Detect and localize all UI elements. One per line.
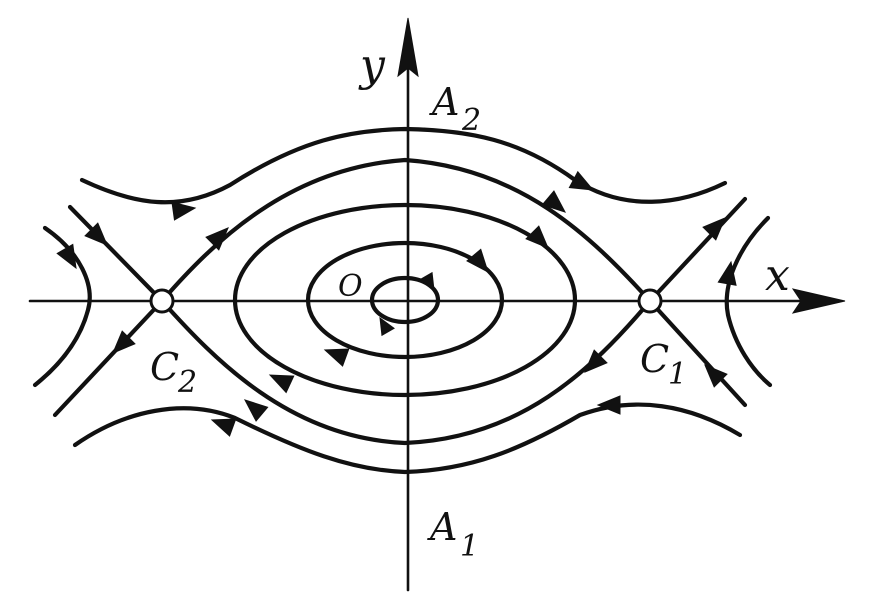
arrow-orbit1-top-icon (419, 271, 435, 292)
outer-top (79, 126, 728, 205)
arrow-outer-top-left-icon (171, 201, 197, 221)
arrow-outer-bottom-left-icon (210, 418, 237, 437)
a1-label: A (427, 505, 457, 549)
saddle-point-c2-icon (149, 288, 175, 314)
c2-subscript: 2 (177, 365, 197, 400)
orbit-3 (232, 202, 578, 398)
closed-orbits (232, 202, 578, 398)
arrow-sep-upper-left-in-icon (84, 222, 108, 246)
a2-subscript: 2 (461, 103, 481, 138)
arrow-orbit2-bottom-icon (323, 348, 350, 367)
arrow-sep-upper-right-out-icon (702, 217, 726, 241)
arrow-sep-lower-left-out-icon (112, 330, 136, 354)
x-axis-arrow-icon (791, 288, 846, 314)
saddle-point-c1-icon (637, 288, 663, 314)
arrow-sep-lower-right-out-icon (704, 364, 728, 388)
arrow-orbit3-top-icon (525, 225, 549, 249)
a2-label: A (429, 80, 459, 124)
labels: y x O A 2 A 1 C 2 C 1 (150, 40, 790, 564)
arrow-sep-upper-right-in-icon (541, 190, 567, 213)
arrow-outer-top-right-icon (568, 170, 595, 191)
x-axis-label: x (765, 250, 790, 301)
a1-subscript: 1 (460, 529, 479, 564)
arrow-sep-lower-left-in-icon (243, 399, 269, 422)
separatrix-upper (67, 157, 748, 304)
arrow-outer-left-icon (56, 243, 77, 270)
arrow-sep-lower-right-in-icon (584, 349, 608, 373)
y-axis-arrow-icon (397, 17, 419, 78)
c2-label: C (150, 345, 179, 389)
arrow-orbit2-top-icon (466, 248, 489, 274)
flow-arrows (56, 170, 737, 437)
y-axis-label: y (358, 40, 386, 91)
outer-bottom (72, 402, 743, 475)
outer-trajectories (32, 126, 773, 475)
orbit-2 (305, 240, 505, 360)
arrow-sep-upper-left-out-icon (205, 227, 229, 251)
arrow-outer-bottom-right-icon (596, 395, 621, 415)
orbit-1 (369, 275, 441, 325)
arrow-orbit1-bottom-icon (379, 316, 395, 337)
saddle-points (149, 288, 663, 314)
arrow-orbit3-bottom-icon (268, 374, 295, 394)
outer-right (724, 215, 773, 388)
arrow-outer-right-icon (717, 260, 737, 286)
origin-label: O (338, 269, 363, 304)
c1-subscript: 1 (668, 357, 687, 392)
c1-label: C (640, 337, 669, 381)
